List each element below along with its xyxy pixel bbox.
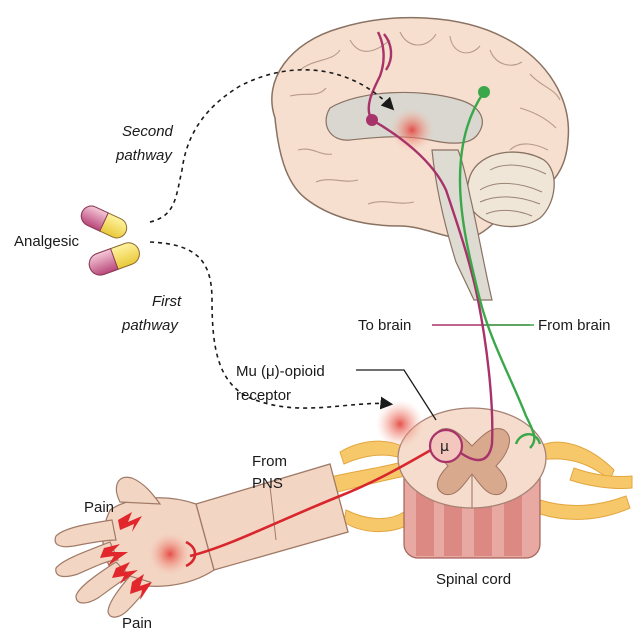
pain-label-bottom: Pain: [122, 615, 152, 632]
from-pns-label-line1: From: [252, 453, 287, 470]
analgesic-capsule-icon: [78, 203, 130, 241]
hand-pain-region: [148, 532, 192, 576]
first-pathway-label-line1: First: [152, 293, 182, 310]
second-pathway-label-line1: Second: [122, 123, 174, 140]
cerebellum: [467, 152, 554, 227]
from-pns-label-line2: PNS: [252, 475, 283, 492]
from-brain-label: From brain: [538, 317, 611, 334]
brain-illustration: [272, 18, 569, 300]
receptor-pain-region: [376, 400, 424, 448]
to-brain-label: To brain: [358, 317, 411, 334]
receptor-label-line2: receptor: [236, 387, 291, 404]
hand-illustration: [55, 464, 348, 617]
descending-terminal: [478, 86, 490, 98]
analgesic-capsule-icon: [86, 240, 142, 278]
mu-symbol: μ: [440, 439, 449, 455]
pain-label-top: Pain: [84, 499, 114, 516]
brain-pain-region: [390, 108, 434, 152]
analgesic-label: Analgesic: [14, 233, 80, 250]
receptor-label-line1: Mu (μ)-opioid: [236, 363, 325, 380]
second-pathway-label-line2: pathway: [115, 147, 173, 164]
spinal-cord-illustration: [326, 400, 632, 558]
first-pathway-label-line2: pathway: [121, 317, 179, 334]
ascending-terminal: [366, 114, 378, 126]
first-pathway-arrow: [150, 242, 390, 408]
spinal-cord-label: Spinal cord: [436, 571, 511, 588]
